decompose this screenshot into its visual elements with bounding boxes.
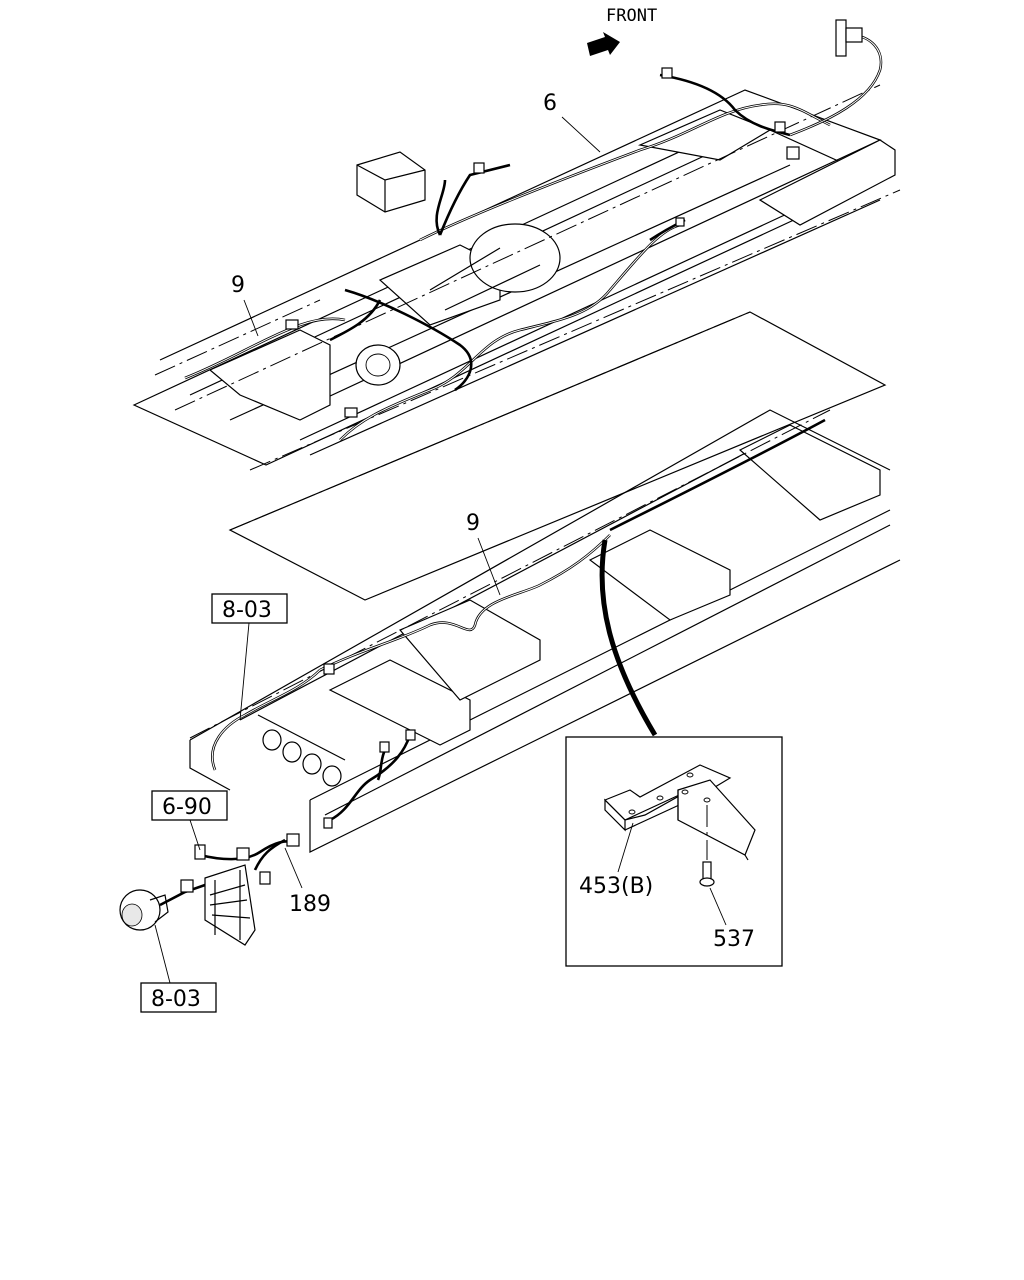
callout-537-label: 537 [713,927,755,952]
callout-537: 537 [709,887,755,952]
callout-9-lower-label: 9 [466,511,480,536]
ref-box-6-90: 6-90 [151,790,228,851]
upper-frame-assembly [132,19,901,471]
ref-6-90-label: 6-90 [162,795,212,820]
ref-8-03-bottom-label: 8-03 [151,987,201,1012]
ref-8-03-top-label: 8-03 [222,598,272,623]
detail-inset [565,736,783,967]
front-label: FRONT [606,6,657,26]
callout-9-upper: 9 [231,273,259,337]
callout-453b-label: 453(B) [579,874,653,899]
lower-frame-assembly [189,311,901,853]
callout-9-lower: 9 [466,511,501,596]
callout-6-label: 6 [543,91,557,116]
ref-box-8-03-bottom: 8-03 [140,924,217,1013]
ref-box-8-03-top: 8-03 [211,593,288,721]
callout-453b: 453(B) [579,822,653,899]
front-indicator: FRONT [587,6,657,56]
callout-189: 189 [284,847,331,917]
callout-6: 6 [543,91,601,153]
lamp-bracket-assembly [119,833,300,946]
front-arrow-icon [587,32,620,56]
callout-9-upper-label: 9 [231,273,245,298]
callout-189-label: 189 [289,892,331,917]
